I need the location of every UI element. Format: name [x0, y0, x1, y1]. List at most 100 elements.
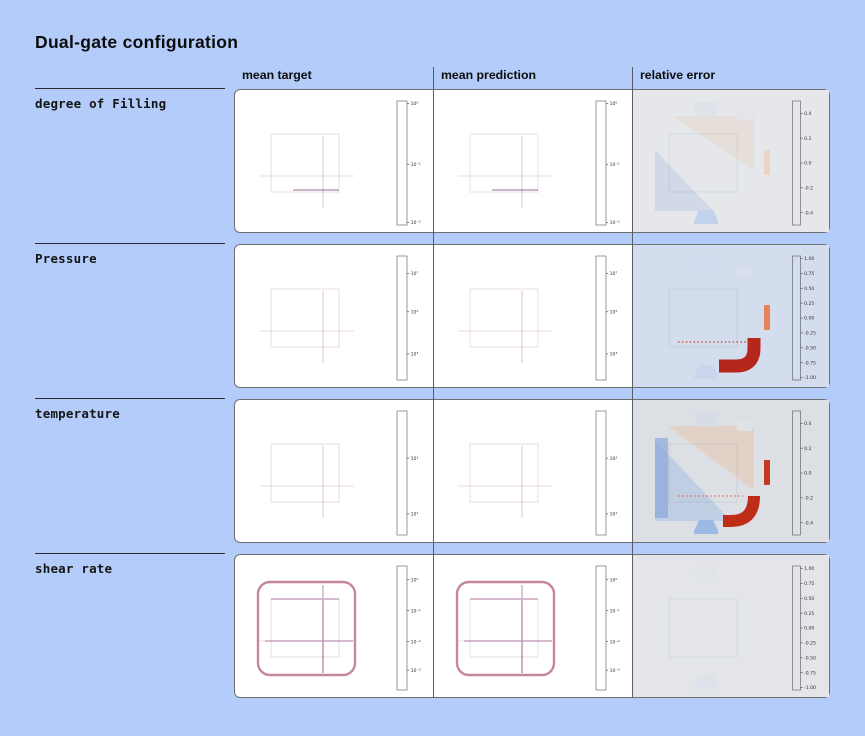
part-silhouette [633, 245, 829, 387]
colorbar-tick-label: 0.75 [804, 271, 814, 277]
row-panel-pressure: 10⁷ 10⁵ 10³ 10⁷ 10⁵ 10³ 1.00 0.75 0.50 0.25 0.00 -0… [234, 244, 830, 388]
part-silhouette [633, 90, 829, 232]
colorbar-tick-label: -0.75 [804, 360, 816, 366]
colorbar-tick-label: 10³ [411, 352, 419, 358]
part-silhouette [458, 443, 553, 518]
colorbar-tick-label: 0.75 [804, 581, 814, 587]
plot-canvas: 10⁰ 10⁻¹ 10⁻² [458, 100, 620, 226]
subplot-degree-of-filling-relative-error: 0.4 0.2 0.0 -0.2 -0.4 [633, 90, 829, 232]
colorbar-tick-label: 10⁰ [411, 577, 419, 583]
figure-title: Dual-gate configuration [35, 32, 239, 52]
colorbar-tick-label: 10⁻² [610, 220, 620, 226]
colorbar-tick-label: 10¹ [411, 512, 419, 518]
colorbar-tick-label: 10⁻² [610, 639, 620, 645]
colorbar-tick-label: 10⁰ [610, 101, 618, 107]
row-separator [35, 243, 225, 244]
colorbar-tick-label: 10⁻² [411, 639, 421, 645]
colorbar-tick-label: 0.25 [804, 301, 814, 307]
part-silhouette [458, 288, 553, 363]
colorbar-tick-label: -1.00 [804, 375, 816, 381]
row-label-pressure: Pressure [35, 251, 97, 266]
part-silhouette [256, 580, 357, 677]
colorbar-tick-label: 10⁷ [411, 271, 419, 277]
colorbar-tick-label: 10⁻³ [411, 668, 421, 674]
part-silhouette [259, 443, 354, 518]
colorbar-tick-label: 10⁵ [610, 310, 618, 316]
colorbar-tick-label: 10⁷ [610, 271, 618, 277]
column-header-mean-prediction: mean prediction [441, 68, 536, 82]
colorbar-tick-label: 0.50 [804, 596, 814, 602]
plot-canvas: 0.40.20.0-0.2-0.4 [633, 400, 829, 542]
colorbar [596, 566, 606, 690]
plot-canvas: 10⁷ 10⁵ 10³ [259, 255, 419, 381]
colorbar-tick-label: 10⁵ [411, 310, 419, 316]
colorbar-tick-label: 0.4 [804, 421, 811, 427]
plot-canvas: 1.000.750.500.250.00-0.25-0.50-0.75-1.00 [633, 555, 829, 697]
colorbar-tick-label: 10² [411, 456, 419, 462]
colorbar-tick-label: 0.4 [804, 111, 811, 117]
colorbar-tick-label: 10¹ [610, 512, 618, 518]
plot-canvas: 10² 10¹ [259, 410, 419, 536]
column-divider [632, 67, 633, 698]
plot-canvas: 1.000.750.500.250.00-0.25-0.50-0.75-1.00 [633, 245, 829, 387]
part-silhouette [458, 133, 553, 208]
row-separator [35, 88, 225, 89]
subplot-degree-of-filling-mean-prediction: 10⁰ 10⁻¹ 10⁻² [434, 90, 633, 232]
colorbar-tick-label: -0.2 [804, 186, 813, 192]
plot-canvas: 10⁷ 10⁵ 10³ [458, 255, 618, 381]
colorbar [596, 256, 606, 380]
row-separator [35, 398, 225, 399]
colorbar-tick-label: -0.4 [804, 520, 813, 526]
colorbar [397, 566, 407, 690]
colorbar-tick-label: 10⁰ [610, 577, 618, 583]
colorbar-tick-label: 10⁻¹ [411, 608, 421, 614]
colorbar-tick-label: -0.25 [804, 331, 816, 337]
subplot-pressure-mean-target: 10⁷ 10⁵ 10³ [235, 245, 434, 387]
colorbar [397, 101, 407, 225]
colorbar-tick-label: 0.00 [804, 316, 814, 322]
colorbar-tick-label: 1.00 [804, 256, 814, 262]
plot-canvas: 10⁰ 10⁻¹ 10⁻² 10⁻³ [256, 565, 421, 691]
part-silhouette [455, 580, 556, 677]
row-label-temperature: temperature [35, 406, 120, 421]
colorbar-tick-label: 0.2 [804, 446, 811, 452]
plot-canvas: 10² 10¹ [458, 410, 618, 536]
colorbar [596, 411, 606, 535]
colorbar-tick-label: 10² [610, 456, 618, 462]
colorbar-tick-label: 10⁻¹ [610, 608, 620, 614]
colorbar-tick-label: 10⁰ [411, 101, 419, 107]
colorbar-tick-label: -0.4 [804, 210, 813, 216]
subplot-temperature-mean-prediction: 10² 10¹ [434, 400, 633, 542]
colorbar [596, 101, 606, 225]
colorbar-tick-label: 10³ [610, 352, 618, 358]
part-silhouette [633, 555, 829, 697]
colorbar-tick-label: -0.25 [804, 641, 816, 647]
colorbar-tick-label: 0.0 [804, 471, 811, 477]
row-label-shear-rate: shear rate [35, 561, 113, 576]
colorbar-tick-label: 0.25 [804, 611, 814, 617]
part-silhouette [633, 400, 829, 542]
row-separator [35, 553, 225, 554]
colorbar-tick-label: 0.0 [804, 161, 811, 167]
subplot-temperature-mean-target: 10² 10¹ [235, 400, 434, 542]
plot-canvas: 0.4 0.2 0.0 -0.2 -0.4 [633, 90, 829, 232]
colorbar-tick-label: 10⁻¹ [411, 162, 421, 168]
colorbar-tick-label: 10⁻¹ [610, 162, 620, 168]
part-silhouette [259, 133, 354, 208]
colorbar-tick-label: -0.75 [804, 670, 816, 676]
column-divider [433, 67, 434, 698]
row-label-degree-of-filling: degree of Filling [35, 96, 167, 111]
part-silhouette [259, 288, 354, 363]
colorbar-tick-label: 0.2 [804, 136, 811, 142]
colorbar-tick-label: 0.50 [804, 286, 814, 292]
